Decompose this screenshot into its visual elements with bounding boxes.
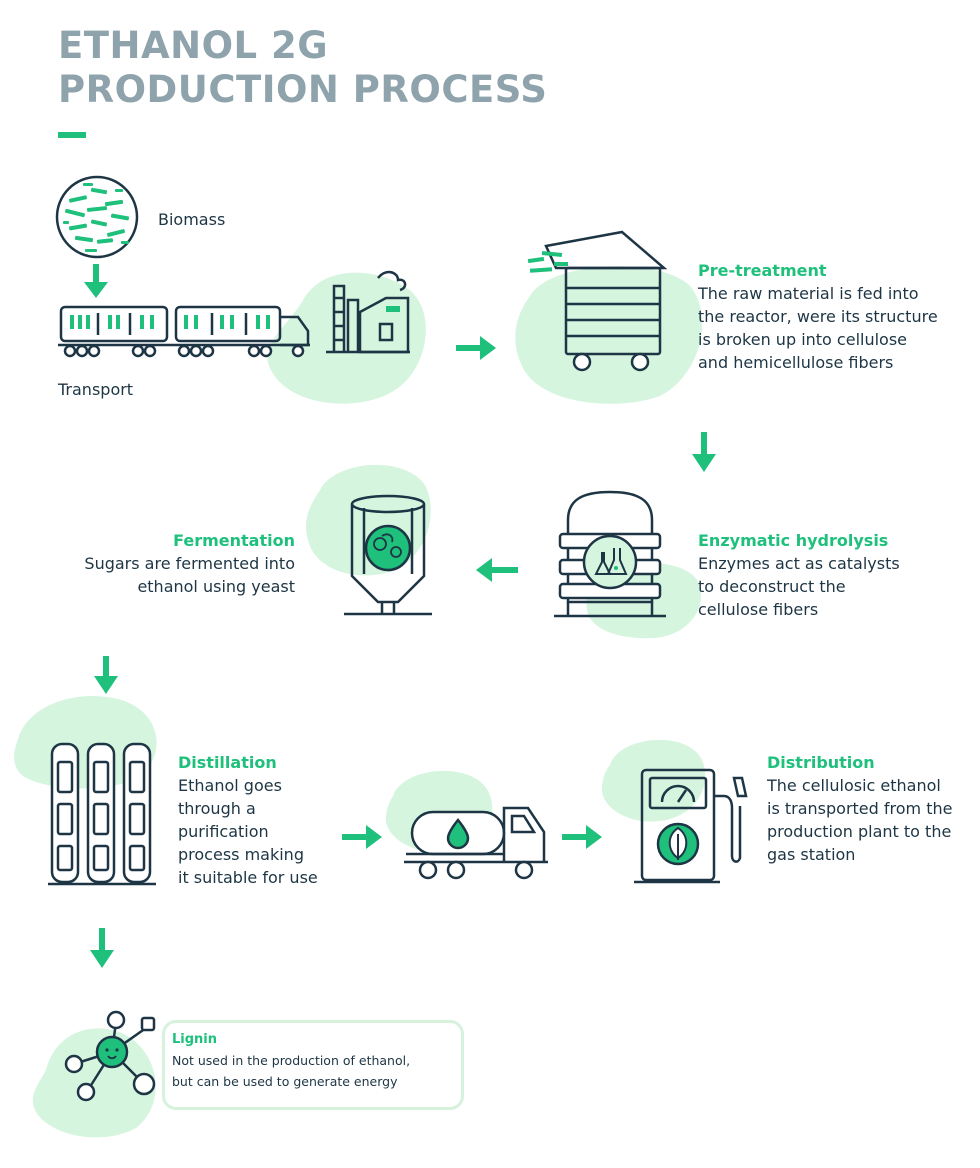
hydrolysis-line: to deconstruct the: [698, 577, 846, 596]
fermentation-tank-icon: [344, 494, 432, 616]
transport-label: Transport: [58, 380, 134, 399]
tanker-truck-icon: [404, 806, 548, 880]
distillation-text: Distillation Ethanol goes through a puri…: [178, 752, 318, 889]
distillation-line: Ethanol goes: [178, 776, 282, 795]
distribution-text: Distribution The cellulosic ethanol is t…: [767, 752, 952, 866]
fermentation-line: Sugars are fermented into: [84, 554, 295, 573]
train-icon: [58, 305, 310, 358]
distribution-heading: Distribution: [767, 753, 875, 772]
hydrolysis-heading: Enzymatic hydrolysis: [698, 531, 889, 550]
distillation-heading: Distillation: [178, 753, 277, 772]
distillation-line: through a: [178, 799, 256, 818]
distribution-line: The cellulosic ethanol: [767, 776, 941, 795]
pretreatment-line: and hemicellulose fibers: [698, 353, 894, 372]
distillation-line: process making: [178, 845, 304, 864]
biomass-circle-icon: [55, 175, 139, 259]
biomass-label: Biomass: [158, 210, 226, 229]
arrow-icon: [342, 825, 382, 849]
pretreatment-line: the reactor, were its structure: [698, 307, 938, 326]
pretreatment-text: Pre-treatment The raw material is fed in…: [698, 260, 938, 374]
fuel-pump-icon: [634, 768, 748, 884]
hydrolysis-line: cellulose fibers: [698, 600, 819, 619]
blob-factory: [267, 272, 426, 404]
factory-icon: [326, 270, 410, 354]
blob-distillation: [14, 695, 157, 789]
pretreatment-heading: Pre-treatment: [698, 261, 827, 280]
distribution-line: gas station: [767, 845, 856, 864]
lignin-line: Not used in the production of ethanol,: [172, 1053, 411, 1068]
lignin-heading: Lignin: [172, 1032, 218, 1047]
distribution-line: production plant to the: [767, 822, 952, 841]
distillation-line: purification: [178, 822, 269, 841]
arrow-icon: [90, 928, 114, 968]
page-title: ETHANOL 2G PRODUCTION PROCESS: [58, 24, 547, 112]
distribution-line: is transported from the: [767, 799, 953, 818]
fermentation-text: Fermentation Sugars are fermented into e…: [40, 530, 295, 598]
distillation-line: it suitable for use: [178, 868, 318, 887]
hydrolysis-line: Enzymes act as catalysts: [698, 554, 900, 573]
title-line-2: PRODUCTION PROCESS: [58, 68, 548, 111]
lignin-text: Lignin Not used in the production of eth…: [172, 1030, 410, 1092]
lignin-molecule-icon: [64, 1010, 156, 1102]
title-line-1: ETHANOL 2G: [58, 24, 329, 67]
lignin-box: [162, 1020, 464, 1110]
distillation-columns-icon: [48, 742, 156, 886]
hydrolysis-text: Enzymatic hydrolysis Enzymes act as cata…: [698, 530, 900, 621]
fermentation-line: ethanol using yeast: [137, 577, 295, 596]
arrow-icon: [562, 825, 602, 849]
reactor-icon: [527, 230, 668, 372]
pretreatment-line: is broken up into cellulose: [698, 330, 908, 349]
title-underline: [58, 132, 86, 138]
pretreatment-line: The raw material is fed into: [698, 284, 919, 303]
arrow-icon: [94, 656, 118, 694]
arrow-icon: [456, 336, 496, 360]
lignin-line: but can be used to generate energy: [172, 1074, 398, 1089]
arrow-icon: [476, 558, 518, 582]
fermentation-heading: Fermentation: [173, 531, 295, 550]
arrow-icon: [692, 432, 716, 472]
arrow-icon: [84, 264, 108, 298]
hydrolysis-tank-icon: [554, 490, 666, 618]
